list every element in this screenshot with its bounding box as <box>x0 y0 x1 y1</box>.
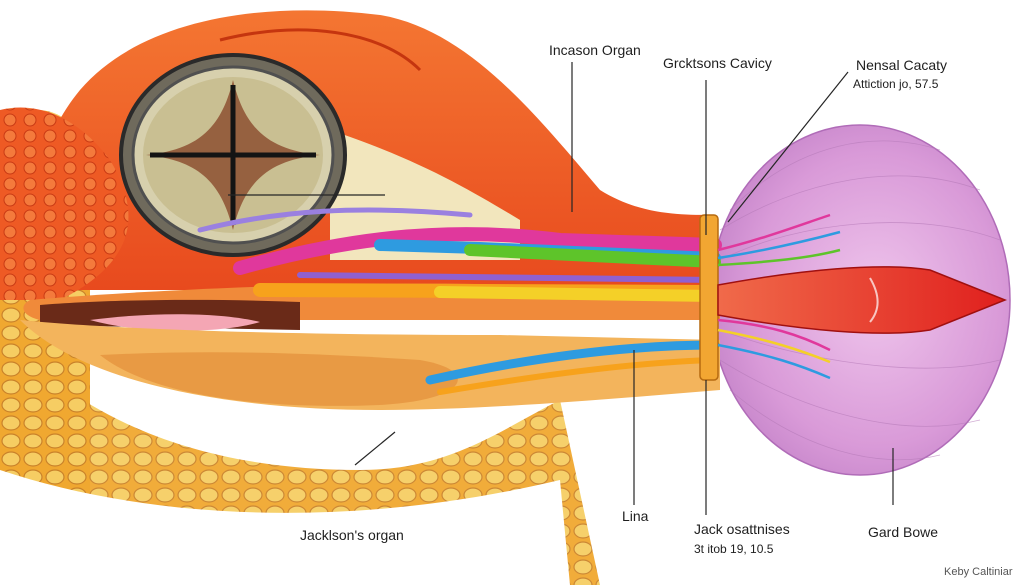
credit-text: Keby Caltiniar <box>944 566 1013 578</box>
duct-collar <box>699 214 719 381</box>
label-gard-bowe: Gard Bowe <box>868 524 939 540</box>
membrane-fibers <box>719 140 1001 461</box>
leader-lines <box>228 62 894 515</box>
label-jacksons-organ: Jacklson's organ <box>300 527 404 543</box>
label-attiction: Attiction jo, 57.5 <box>853 77 939 91</box>
gum <box>90 314 260 331</box>
label-jack-osattnises: Jack osattnises <box>694 521 790 537</box>
eye <box>119 53 347 257</box>
ducts <box>197 207 722 395</box>
red-cone <box>717 266 1008 334</box>
label-jack-osattnises-sub: 3t itob 19, 10.5 <box>694 542 774 556</box>
label-lina: Lina <box>622 508 649 524</box>
fan-fibers <box>717 213 841 380</box>
label-incason-organ: Incason Organ <box>549 42 641 58</box>
label-grcktsons-cavity: Grcktsons Cavicy <box>663 55 772 71</box>
label-nensal-cacaty: Nensal Cacaty <box>856 57 948 73</box>
